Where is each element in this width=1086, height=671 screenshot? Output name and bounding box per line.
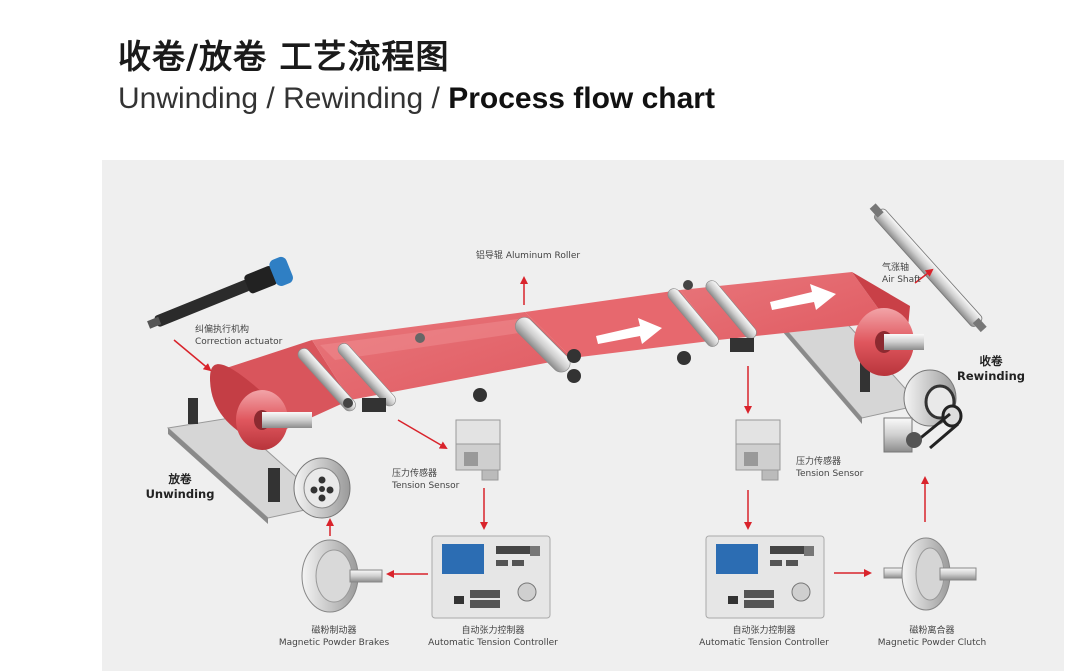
label-aluminum-roller-zh: 铝导辊	[475, 251, 503, 261]
label-tension-sensor-right: 压力传感器 Tension Sensor	[796, 456, 863, 480]
label-powder-clutch: 磁粉离合器 Magnetic Powder Clutch	[878, 625, 987, 649]
rewind-clutch-assembly	[883, 369, 963, 453]
title-english-bold: Process flow chart	[448, 82, 715, 115]
air-shaft-illustration	[869, 203, 987, 333]
label-controller-left: 自动张力控制器 Automatic Tension Controller	[428, 625, 558, 649]
label-air-shaft: 气涨轴 Air Shaft	[882, 262, 921, 286]
signal-flow-arrows	[173, 268, 934, 578]
title-chinese: 收卷/放卷 工艺流程图	[118, 37, 450, 76]
label-tension-sensor-left-en: Tension Sensor	[392, 481, 460, 491]
controller-left-illustration	[431, 535, 551, 619]
label-air-shaft-zh: 气涨轴	[882, 263, 910, 273]
label-powder-brakes: 磁粉制动器 Magnetic Powder Brakes	[279, 625, 389, 649]
web-direction-arrows	[596, 284, 836, 344]
label-powder-brakes-en: Magnetic Powder Brakes	[278, 638, 390, 648]
title-english: Unwinding / Rewinding / Process flow cha…	[118, 82, 715, 116]
label-controller-right-zh: 自动张力控制器	[732, 626, 796, 636]
label-air-shaft-en: Air Shaft	[882, 275, 921, 285]
unwinding-roll	[210, 364, 312, 450]
label-rewinding-en: Rewinding	[956, 369, 1026, 383]
label-unwinding-zh: 放卷	[168, 472, 192, 486]
label-correction-actuator-en: Correction actuator	[195, 337, 283, 347]
label-correction-actuator: 纠偏执行机构 Correction actuator	[195, 324, 282, 348]
label-aluminum-roller-en: Aluminum Roller	[505, 251, 581, 261]
powder-brake-illustration	[301, 539, 383, 613]
label-powder-clutch-en: Magnetic Powder Clutch	[877, 638, 987, 648]
tension-sensor-right-illustration	[735, 419, 781, 481]
label-tension-sensor-left: 压力传感器 Tension Sensor	[392, 468, 459, 492]
label-controller-right: 自动张力控制器 Automatic Tension Controller	[699, 625, 829, 649]
label-controller-left-en: Automatic Tension Controller	[428, 638, 558, 648]
controller-right-illustration	[705, 535, 825, 619]
label-tension-sensor-right-en: Tension Sensor	[796, 469, 864, 479]
tension-sensor-left-illustration	[455, 419, 501, 481]
label-unwinding-en: Unwinding	[145, 487, 215, 501]
powder-clutch-illustration	[883, 537, 977, 611]
label-aluminum-roller: 铝导辊 Aluminum Roller	[476, 250, 580, 262]
label-correction-actuator-zh: 纠偏执行机构	[195, 325, 250, 335]
correction-actuator-illustration	[147, 256, 293, 329]
label-tension-sensor-right-zh: 压力传感器	[796, 457, 842, 467]
label-controller-left-zh: 自动张力控制器	[461, 626, 525, 636]
title-english-prefix: Unwinding / Rewinding /	[118, 82, 449, 115]
label-rewinding-zh: 收卷	[979, 354, 1003, 368]
label-tension-sensor-left-zh: 压力传感器	[392, 469, 438, 479]
guide-rollers	[297, 280, 757, 412]
rewinding-roll	[854, 308, 924, 376]
label-powder-brakes-zh: 磁粉制动器	[311, 626, 357, 636]
label-controller-right-en: Automatic Tension Controller	[699, 638, 829, 648]
unwind-brake-disc	[293, 457, 351, 519]
label-powder-clutch-zh: 磁粉离合器	[909, 626, 955, 636]
